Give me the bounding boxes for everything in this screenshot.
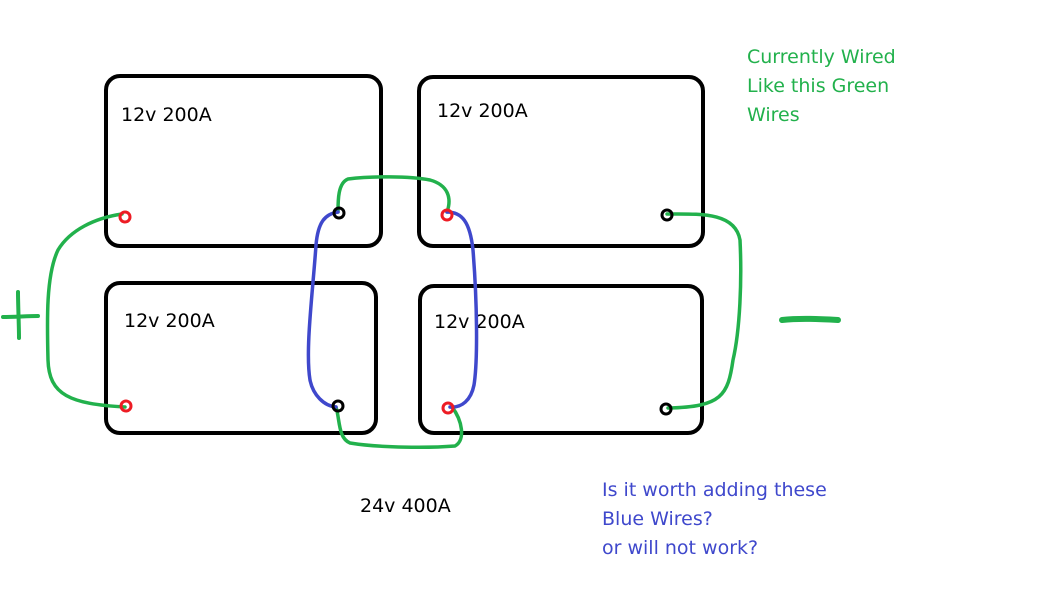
battery-label: 12v 200A (437, 100, 528, 122)
negative-terminal (332, 206, 346, 220)
blue-note-line: or will not work? (602, 537, 759, 559)
minus-symbol (779, 315, 841, 323)
battery-top-left: 12v 200A (104, 74, 383, 248)
battery-label: 12v 200A (121, 104, 212, 126)
blue-wire-negatives (306, 210, 340, 409)
battery-label: 12v 200A (434, 311, 525, 333)
blue-note-line: Is it worth adding these (602, 479, 827, 501)
green-wires (45, 175, 743, 449)
plus-symbol (1, 290, 40, 340)
total-label: 24v 400A (360, 495, 451, 517)
green-note-line: Like this Green (747, 75, 890, 97)
blue-note-line: Blue Wires? (602, 508, 713, 530)
blue-note: Is it worth adding these Blue Wires? or … (602, 476, 827, 563)
battery-bottom-right: 12v 200A (418, 284, 704, 435)
blue-wire-positives (445, 210, 479, 409)
battery-label: 12v 200A (124, 310, 215, 332)
green-note: Currently Wired Like this Green Wires (747, 43, 896, 130)
negative-terminal (660, 208, 674, 222)
green-wire-bottom-series (334, 405, 464, 449)
green-wire-negative-main (665, 212, 743, 410)
green-note-line: Wires (747, 104, 800, 126)
positive-terminal (118, 210, 132, 224)
green-wire-positive-main (45, 212, 127, 409)
positive-terminal (441, 401, 455, 415)
negative-terminal (659, 402, 673, 416)
negative-terminal (331, 399, 345, 413)
green-wire-top-series (336, 175, 451, 214)
blue-wires (306, 210, 479, 409)
green-note-line: Currently Wired (747, 46, 896, 68)
positive-terminal (119, 399, 133, 413)
battery-bottom-left: 12v 200A (104, 281, 378, 435)
terminals (118, 206, 674, 416)
positive-terminal (440, 208, 454, 222)
battery-top-right: 12v 200A (417, 75, 705, 248)
